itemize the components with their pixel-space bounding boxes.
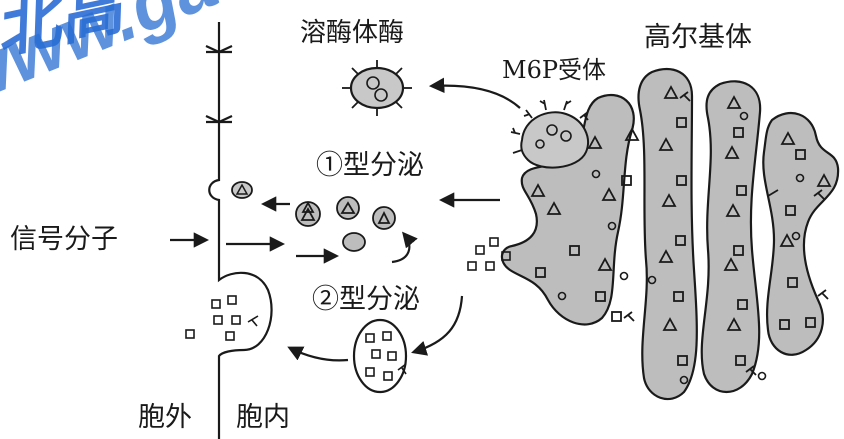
golgi-bud-type2	[467, 237, 511, 271]
golgi-cargo-squares	[535, 117, 816, 366]
secreted-particles	[185, 295, 259, 341]
arrow-trigger-loop	[391, 231, 418, 264]
fusing-vesicle	[231, 181, 253, 199]
arrow-type2-from-golgi	[411, 295, 464, 356]
label-lysosome-enzyme: 溶酶体酶	[300, 18, 405, 48]
lysosome-vesicle	[342, 60, 412, 116]
label-inside-cell: 胞内	[236, 402, 290, 433]
golgi-cisterna-3	[700, 80, 762, 393]
golgi-receptors	[623, 91, 829, 376]
label-signal-molecule: 信号分子	[10, 224, 118, 255]
type1-secretory-vesicles	[295, 196, 396, 252]
arrow-to-lysosome	[428, 77, 521, 109]
golgi-cisterna-2	[637, 67, 698, 401]
cell-membrane	[205, 22, 273, 439]
golgi-cargo-circles	[557, 111, 805, 385]
label-m6p-receptor: M6P受体	[502, 56, 606, 84]
budding-lysosomal-vesicle	[510, 99, 589, 169]
pathway-arrows	[170, 77, 521, 362]
golgi-cisterna-4	[762, 111, 840, 356]
label-type1-secretion: ①型分泌	[316, 150, 424, 181]
type2-secretory-vesicle	[352, 318, 408, 394]
label-type2-secretion: ②型分泌	[312, 284, 420, 315]
golgi-cargo-triangles	[530, 85, 832, 331]
arrow-type2-to-membrane	[287, 346, 349, 362]
label-golgi: 高尔基体	[644, 22, 752, 53]
label-outside-cell: 胞外	[138, 402, 192, 433]
